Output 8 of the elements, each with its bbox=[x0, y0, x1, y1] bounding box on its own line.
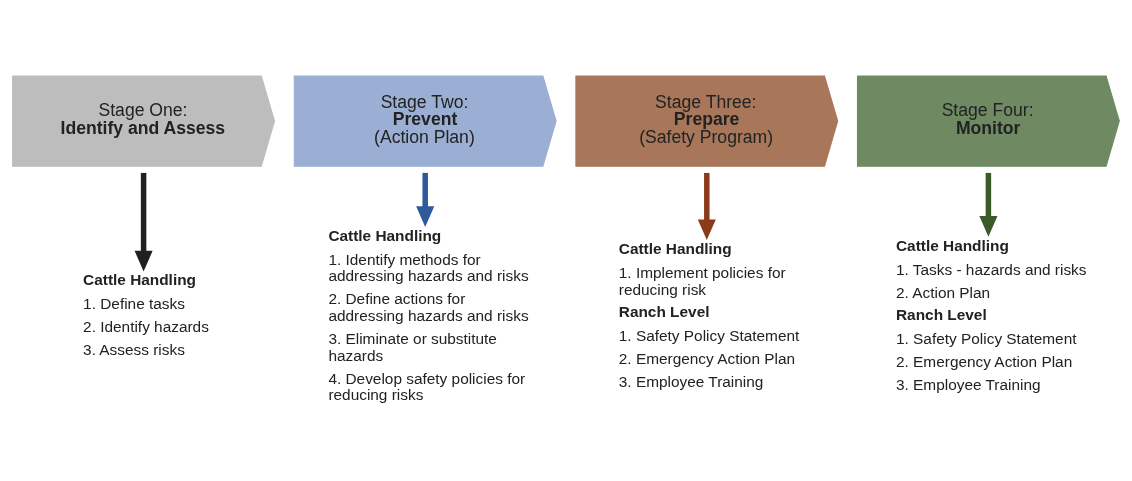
node-text: Cattle Handling 1. Identify methods for addressing hazards and risks 2. Define actions for addressing hazards and risks 3. Eliminate or substitute hazards 4. Develop safety policies for reducing risks bbox=[328, 226, 529, 403]
arrow bbox=[134, 172, 153, 271]
arrow bbox=[416, 172, 435, 227]
node-text: Cattle Handling 1. Tasks - hazards and risks 2. Action Plan Ranch Level 1. Safety Policy Statement 2. Emergency Action Plan 3. Employee Training bbox=[896, 236, 1087, 393]
arrow bbox=[697, 172, 716, 240]
arrow bbox=[979, 172, 998, 237]
node-text: Cattle Handling 1. Define tasks 2. Identify hazards 3. Assess risks bbox=[83, 270, 209, 358]
node-text: Cattle Handling 1. Implement policies for reducing risk Ranch Level 1. Safety Policy Statement 2. Emergency Action Plan 3. Employee Training bbox=[618, 239, 800, 390]
